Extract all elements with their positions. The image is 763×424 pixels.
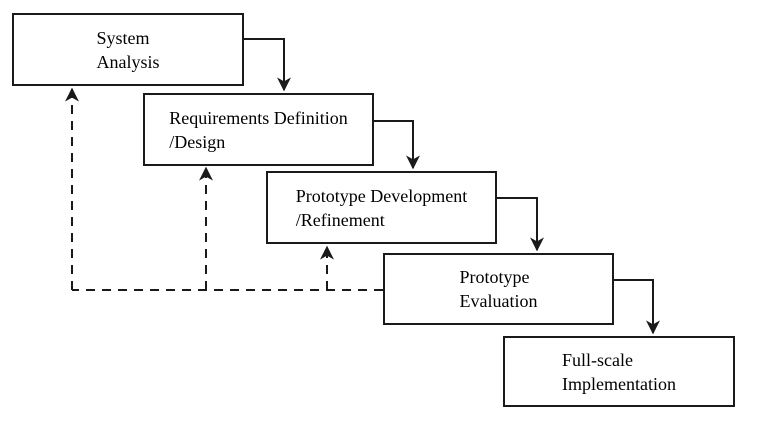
box-label: Prototype Evaluation [460,265,538,313]
box-label-line: Implementation [562,373,676,394]
box-label-line: Requirements Definition [169,107,348,128]
box-prototype-development-refinement: Prototype Development /Refinement [266,171,497,244]
box-label-line: /Design [169,131,226,152]
box-requirements-definition-design: Requirements Definition /Design [143,93,374,166]
box-label-line: Full-scale [562,349,633,370]
box-prototype-evaluation: Prototype Evaluation [383,253,614,325]
arrow-prototype-development-to-evaluation [497,197,544,252]
box-label-line: Prototype [459,267,530,287]
box-label-line: Prototype Development [295,185,468,206]
box-label: Requirements Definition /Design [169,106,347,154]
box-system-analysis: System Analysis [12,13,244,86]
box-label-line: System [96,27,150,48]
arrow-system-analysis-to-requirements [244,38,291,92]
box-label-line: Evaluation [459,291,538,311]
box-label: Prototype Development /Refinement [296,184,467,232]
arrow-requirements-to-prototype-development [373,120,420,170]
box-label-line: Analysis [96,51,160,72]
box-label: Full-scale Implementation [562,348,676,396]
box-label: System Analysis [97,26,160,74]
box-full-scale-implementation: Full-scale Implementation [503,336,735,407]
box-label-line: /Refinement [295,209,385,230]
arrow-evaluation-to-full-scale [613,279,660,335]
